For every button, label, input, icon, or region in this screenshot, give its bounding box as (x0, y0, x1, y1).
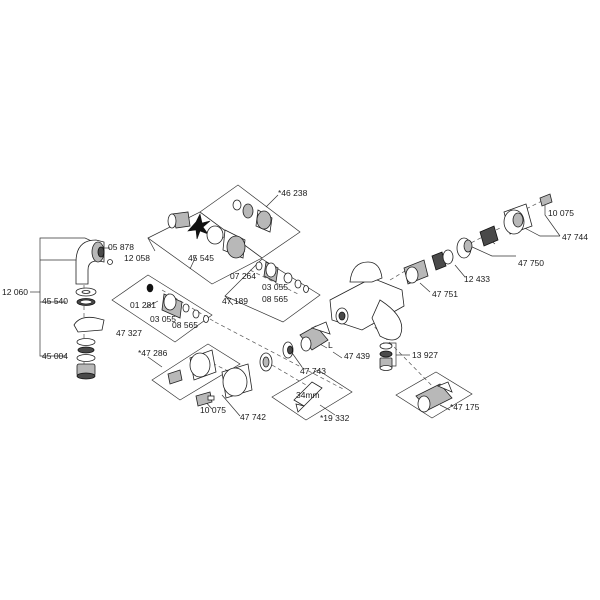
label-10075-top: 10 075 (548, 208, 574, 218)
label-05878: 05 878 (108, 242, 134, 252)
leader-lines (30, 184, 561, 421)
label-08565-a: 08 565 (262, 294, 288, 304)
part-45004-connector (73, 316, 105, 380)
label-10075-bottom: 10 075 (200, 405, 226, 415)
part-labels: *46 238 10 075 47 744 12 058 45 545 05 8… (2, 188, 588, 423)
label-07264: 07 264 (230, 271, 256, 281)
part-47439-cartridge (299, 321, 331, 352)
part-46238 (232, 199, 273, 233)
label-47189: 47 189 (222, 296, 248, 306)
part-05878-elbow (75, 239, 113, 285)
label-47742: 47 742 (240, 412, 266, 422)
part-45545 (167, 211, 246, 259)
part-47750 (456, 225, 499, 259)
label-47175: *47 175 (450, 402, 480, 412)
part-19332-tool: 34mm (293, 381, 323, 413)
group-box-47327 (111, 274, 213, 343)
label-19332: *19 332 (320, 413, 350, 423)
part-13927 (379, 342, 393, 371)
label-12058: 12 058 (124, 253, 150, 263)
label-47744: 47 744 (562, 232, 588, 242)
group-box-19332 (271, 369, 353, 421)
part-47175-cartridge (415, 381, 453, 413)
part-47189-group (255, 261, 309, 293)
label-47750: 47 750 (518, 258, 544, 268)
label-45540: 45 540 (42, 296, 68, 306)
label-12433: 12 433 (464, 274, 490, 284)
label-47327: 47 327 (116, 328, 142, 338)
label-L: L (328, 340, 333, 350)
label-12060: 12 060 (2, 287, 28, 297)
label-03055-a: 03 055 (262, 282, 288, 292)
parts: 34mm (73, 193, 553, 413)
part-45540-rings (75, 287, 97, 306)
label-47751: 47 751 (432, 289, 458, 299)
group-box-47286 (151, 343, 241, 401)
label-01281: 01 281 (130, 300, 156, 310)
label-47743: 47 743 (300, 366, 326, 376)
label-45545: 45 545 (188, 253, 214, 263)
label-03055-b: 03 055 (150, 314, 176, 324)
label-45004: 45 004 (42, 351, 68, 361)
label-46238: *46 238 (278, 188, 308, 198)
label-34mm: 34mm (296, 390, 320, 400)
part-47751-12433 (403, 249, 454, 285)
part-47327-group (146, 283, 209, 323)
label-08565-b: 08 565 (172, 320, 198, 330)
part-47742-knob (195, 363, 253, 407)
part-mixer-body (329, 261, 405, 341)
label-47439: 47 439 (344, 351, 370, 361)
group-box-47189 (224, 258, 321, 323)
label-13927: 13 927 (412, 350, 438, 360)
label-47286: *47 286 (138, 348, 168, 358)
part-47286-knob (167, 349, 217, 385)
part-47744-knob (503, 193, 553, 235)
part-47743 (259, 341, 294, 372)
